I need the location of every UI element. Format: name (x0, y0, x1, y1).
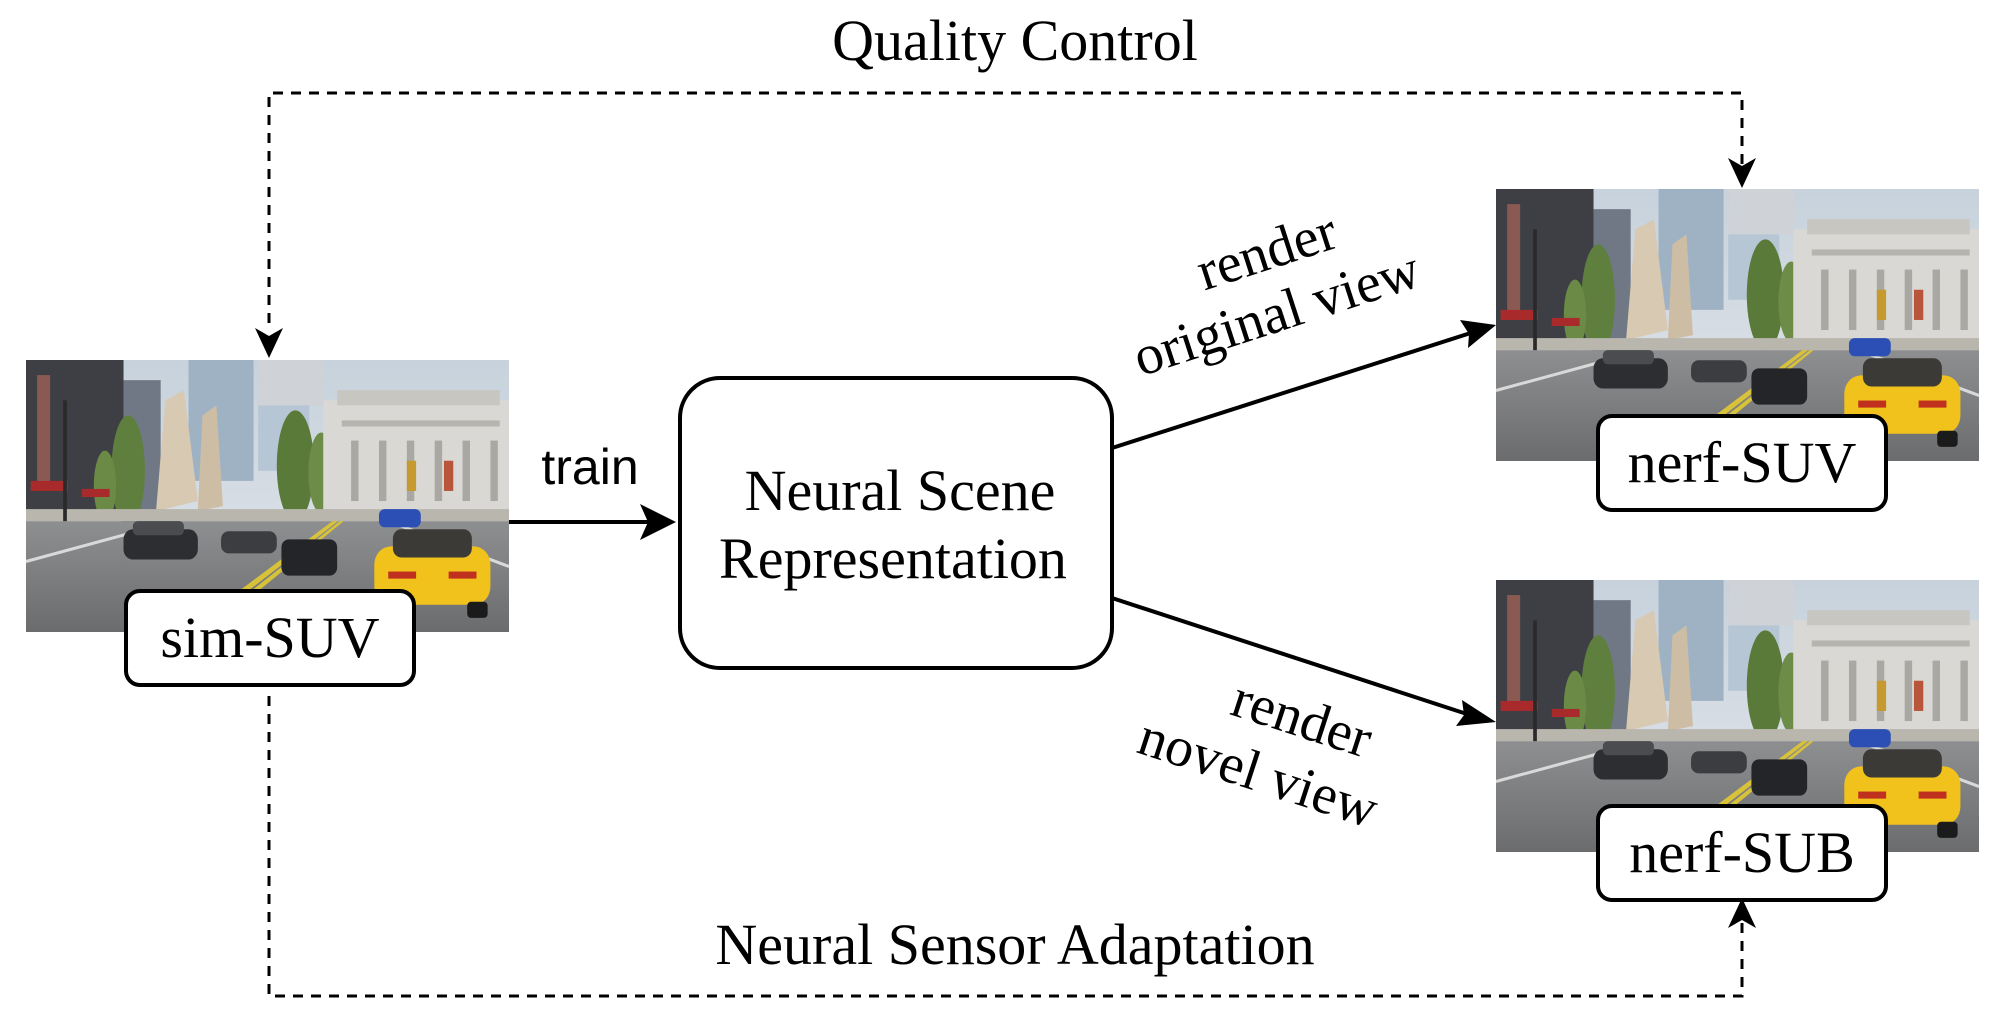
render-novel-arrowhead (1456, 700, 1496, 726)
render-original-arrowhead (1460, 320, 1496, 348)
quality-control-loop (267, 91, 1744, 323)
scene-box-line1: Neural Scene (745, 458, 1056, 523)
train-label: train (541, 439, 638, 495)
nerf-sub-caption: nerf-SUB (1629, 820, 1855, 885)
nerf-sub-caption-box: nerf-SUB (1596, 804, 1888, 902)
sim-suv-caption-box: sim-SUV (124, 589, 416, 687)
nerf-suv-caption: nerf-SUV (1628, 430, 1857, 495)
render-novel-arrow (1111, 596, 1477, 719)
render-original-arrow (1111, 328, 1481, 450)
nerf-suv-caption-box: nerf-SUV (1596, 414, 1888, 512)
train-arrowhead (640, 504, 676, 540)
quality-control-arrowheads (255, 158, 1756, 358)
neural-scene-representation-box: Neural Scene Representation (678, 376, 1114, 670)
quality-control-label: Quality Control (832, 8, 1198, 73)
scene-box-line2: Representation (719, 526, 1067, 591)
neural-sensor-adaptation-label: Neural Sensor Adaptation (715, 912, 1314, 977)
render-novel-label: render novel view (1131, 667, 1386, 841)
sim-suv-caption: sim-SUV (160, 605, 379, 670)
neural-sensor-adaptation-loop (267, 696, 1744, 998)
render-original-label: render original view (1126, 200, 1428, 389)
neural-sensor-adaptation-arrowhead (1728, 898, 1756, 928)
